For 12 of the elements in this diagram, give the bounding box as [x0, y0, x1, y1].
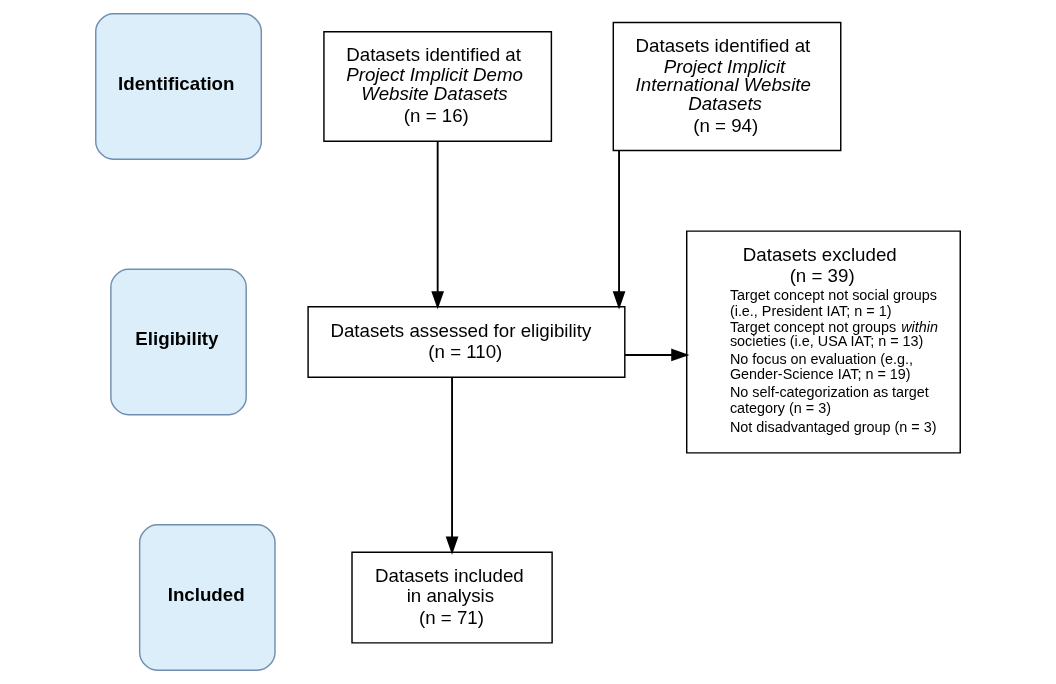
arrow — [445, 376, 459, 555]
node-box: Datasets identified at Project Implicit International Website Datasets (n = 94) — [612, 21, 842, 152]
arrow — [431, 140, 444, 310]
arrow — [624, 348, 690, 362]
node-box: Datasets included in analysis (n = 71) — [351, 551, 553, 644]
node-box: Identification — [95, 13, 263, 160]
arrow — [612, 150, 626, 310]
node-box: Included — [138, 524, 276, 671]
node-box: Datasets excluded (n = 39) Target concept not social groups (i.e., President IAT; n = 1) Target concept not groups within societies (i.e, USA IAT; n = 13) No focus on evaluation (e.g., Gender-Science IAT; n = 19) No self-categorization as target category (n = 3) Not disadvantaged group (n = 3) — [686, 230, 961, 454]
node-box: Eligibility — [110, 268, 247, 416]
node-box: Datasets assessed for eligibility (n = 110) — [307, 306, 626, 378]
node-box: Datasets identified at Project Implicit Demo Website Datasets (n = 16) — [323, 31, 553, 142]
